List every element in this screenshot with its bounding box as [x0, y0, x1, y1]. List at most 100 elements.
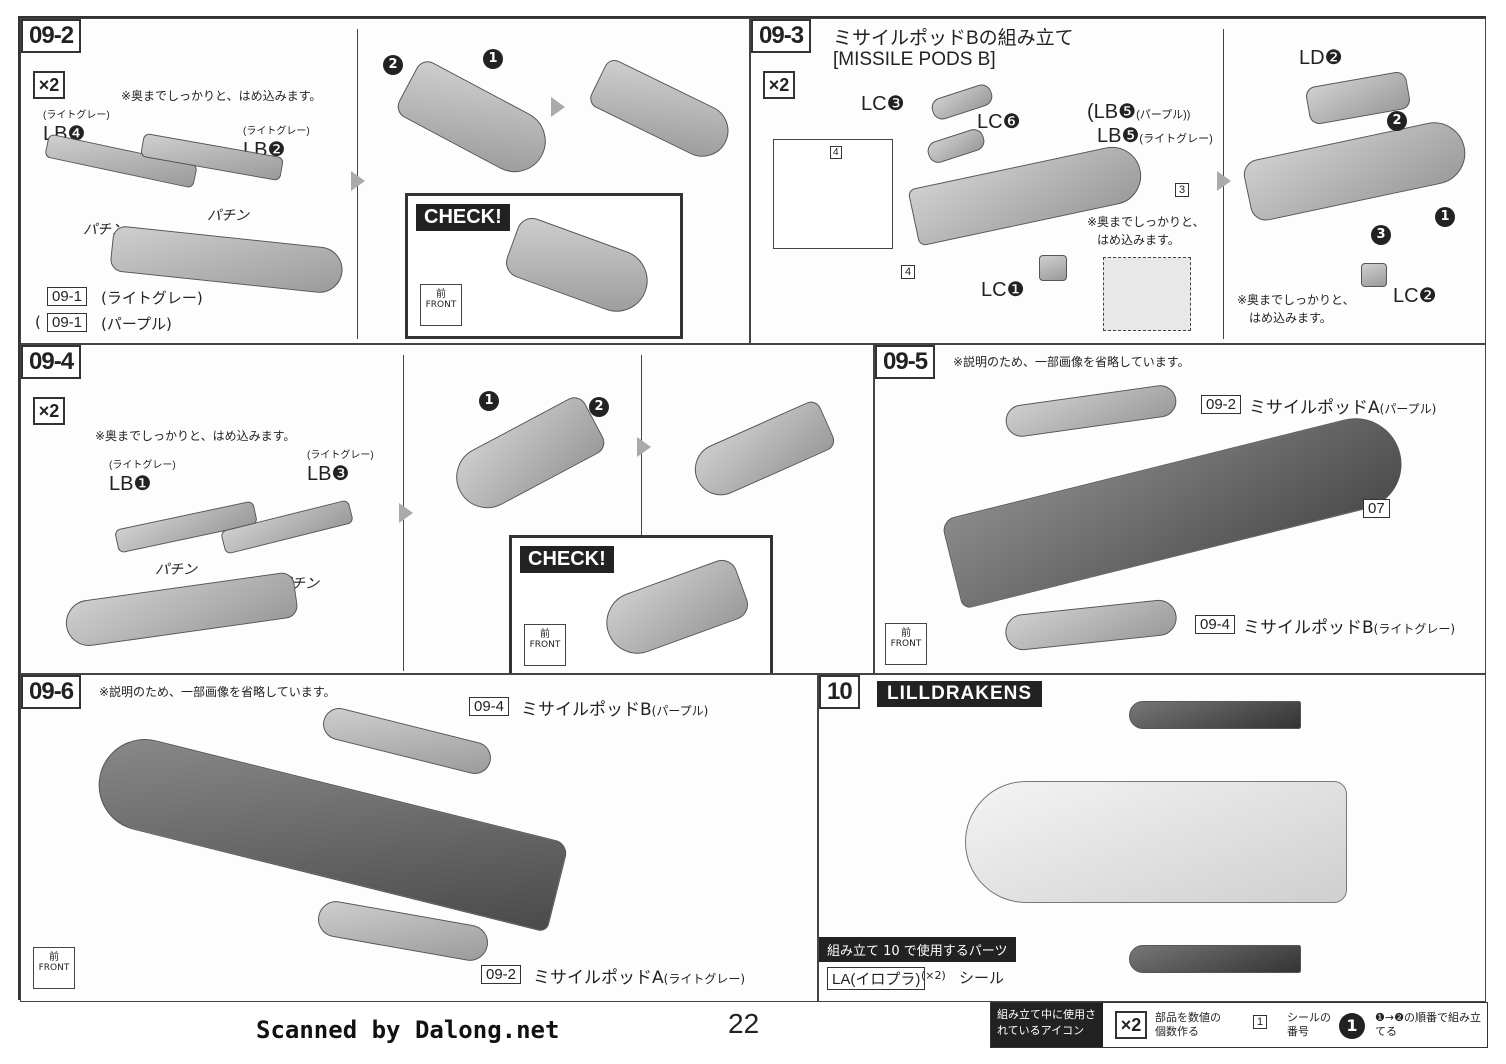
part-lc6 [925, 126, 987, 166]
detail-inset: 4 [773, 139, 893, 249]
panel-09-3: 09-3 ミサイルポッドBの組み立て [MISSILE PODS B] ×2 L… [750, 18, 1486, 344]
lilldraken-top [1129, 701, 1301, 729]
parts-tag: LA(イロプラ) [827, 967, 926, 990]
pod-check-view [501, 213, 657, 321]
next-arrow [399, 503, 413, 523]
ref-tag: 09-2 [1201, 395, 1242, 414]
part-lc2 [1361, 263, 1387, 287]
part-label-lb5-gray: LB❺(ライトグレー) [1097, 125, 1213, 147]
instruction-note: ※奥までしっかりと、 [1087, 215, 1205, 229]
part-label-lc6: LC❻ [977, 111, 1021, 133]
snap-label: パチン [207, 208, 249, 224]
seal-number: 4 [830, 146, 842, 159]
missile-pod-a [1003, 383, 1179, 439]
ref-tag: 07 [1363, 499, 1390, 518]
ref-text: ミサイルポッドA(パープル) [1249, 398, 1437, 418]
instruction-note: はめ込みます。 [1097, 233, 1180, 247]
legend-x2-desc: 部品を数値の個数作る [1155, 1011, 1221, 1038]
instruction-note: ※説明のため、一部画像を省略しています。 [99, 685, 336, 699]
ref-tag: 09-1 [47, 287, 88, 306]
legend-seal-desc: シールの番号 [1287, 1011, 1331, 1038]
ref-text: (ライトグレー) [101, 289, 203, 307]
panel-10: 10 LILLDRAKENS 組み立て 10 で使用するパーツ LA(イロプラ)… [818, 674, 1486, 1002]
step-title: LILLDRAKENS [877, 681, 1043, 707]
step-number: 10 [819, 675, 860, 709]
pod-base [109, 225, 345, 295]
parts-qty: (×2) [921, 969, 946, 982]
part-lc1 [1039, 255, 1067, 281]
ref-tag: 09-4 [469, 697, 510, 716]
panel-09-5: 09-5 ※説明のため、一部画像を省略しています。 09-2 ミサイルポッドA(… [874, 344, 1486, 674]
multiplier-badge: ×2 [33, 71, 65, 99]
seal-number: 1 [1253, 1015, 1268, 1029]
check-title: CHECK! [520, 546, 614, 573]
pod-base [62, 571, 300, 649]
part-label-lb1: (ライトグレー)LB❶ [109, 460, 176, 496]
scan-credit: Scanned by Dalong.net [256, 1016, 560, 1044]
step-title: ミサイルポッドBの組み立て [833, 28, 1074, 49]
instruction-note: ※奥までしっかりと、はめ込みます。 [95, 429, 296, 443]
ref-text: (パープル) [101, 315, 172, 333]
part-label-lc3: LC❸ [861, 93, 905, 115]
order-badge: 1 [1435, 205, 1455, 227]
check-title: CHECK! [416, 204, 510, 231]
instruction-note: ※説明のため、一部画像を省略しています。 [953, 355, 1190, 369]
order-badge: 2 [1387, 109, 1407, 131]
multiplier-badge: ×2 [33, 397, 65, 425]
icon-legend: 組み立て中に使用されているアイコン ×2 部品を数値の個数作る 1 シールの番号… [990, 1002, 1488, 1048]
detail-inset [1103, 257, 1191, 331]
part-label-lc2: LC❷ [1393, 285, 1437, 307]
step-number: 09-4 [21, 345, 82, 379]
order-badge: 1 [483, 47, 503, 69]
order-badge: 1 [1339, 1013, 1365, 1039]
panel-09-4: 09-4 ×2 ※奥までしっかりと、はめ込みます。 (ライトグレー)LB❶ (ラ… [20, 344, 874, 674]
ref-tag: 09-4 [1195, 615, 1236, 634]
pod-assembled [686, 398, 838, 504]
pod-assembly [393, 56, 557, 184]
order-badge: 3 [1371, 223, 1391, 245]
panel-09-2: 09-2 ×2 ※奥までしっかりと、はめ込みます。 (ライトグレー)LB❹ (ラ… [20, 18, 750, 344]
next-arrow [637, 437, 651, 457]
main-fighter [965, 781, 1347, 903]
page-number: 22 [728, 1008, 760, 1039]
snap-label: パチン [155, 562, 197, 578]
seal-number: 4 [901, 265, 916, 279]
missile-pod-b [1003, 598, 1179, 652]
part-label-lc1: LC❶ [981, 279, 1025, 301]
pod-check-view [597, 555, 753, 663]
instruction-sheet: 09-2 ×2 ※奥までしっかりと、はめ込みます。 (ライトグレー)LB❹ (ラ… [18, 16, 1486, 1002]
step-number: 09-6 [21, 675, 82, 709]
instruction-note: ※奥までしっかりと、 [1237, 293, 1355, 307]
pod-assembly [445, 392, 609, 520]
seal-number: 3 [1175, 183, 1190, 197]
lilldraken-bottom [1129, 945, 1301, 973]
step-title-en: [MISSILE PODS B] [833, 49, 996, 70]
legend-desc: 組み立て中に使用されているアイコン [991, 1003, 1103, 1047]
step-number: 09-3 [751, 19, 812, 53]
multiplier-badge: ×2 [763, 71, 795, 99]
step-number: 09-5 [875, 345, 936, 379]
panel-09-6: 09-6 ※説明のため、一部画像を省略しています。 09-4 ミサイルポッドB(… [20, 674, 818, 1002]
parts-header: 組み立て 10 で使用するパーツ [819, 937, 1016, 962]
parts-seal: シール [959, 969, 1005, 987]
multiplier-badge: ×2 [1115, 1011, 1147, 1039]
fighter-body [940, 408, 1412, 610]
ref-tag: 09-1 [47, 313, 88, 332]
order-badge: 2 [589, 395, 609, 417]
legend-order-desc: ❶→❷の順番で組み立てる [1375, 1011, 1481, 1038]
order-badge: 1 [479, 389, 499, 411]
ref-paren-open: ( [35, 313, 41, 331]
order-badge: 2 [383, 53, 403, 75]
next-arrow [551, 97, 565, 117]
part-label-ld2: LD❷ [1299, 47, 1343, 69]
part-label-lb5-purple: (LB❺(パープル)) [1087, 101, 1191, 123]
instruction-note: ※奥までしっかりと、はめ込みます。 [121, 89, 322, 103]
pod-assembled [586, 56, 738, 166]
instruction-note: はめ込みます。 [1249, 311, 1332, 325]
